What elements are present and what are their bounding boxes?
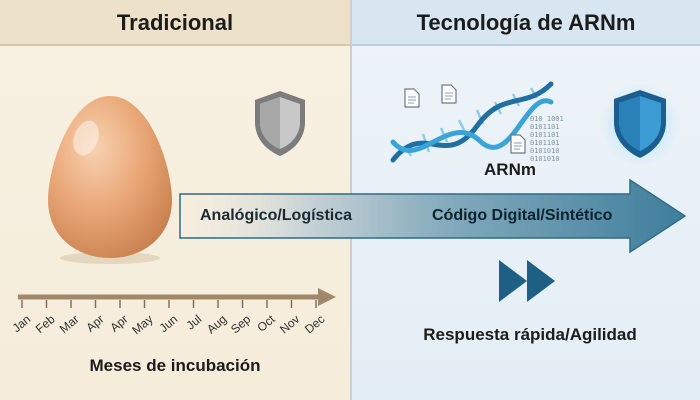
transition-arrow <box>179 178 687 254</box>
binary-line: 0101101 <box>530 131 560 139</box>
response-label: Respuesta rápida/Agilidad <box>423 325 637 344</box>
arrow-label-digital: Código Digital/Sintético <box>432 207 613 224</box>
binary-line: 0101101 <box>530 139 560 147</box>
document-icon <box>510 134 526 154</box>
shield-icon <box>255 91 305 156</box>
document-icon <box>404 88 420 108</box>
binary-line: 0101010 <box>530 147 560 155</box>
binary-line: 0101101 <box>530 123 560 131</box>
fast-forward-icon <box>499 260 555 302</box>
binary-line: 010 1001 <box>530 115 564 123</box>
mrna-title: Tecnología de ARNm <box>352 0 700 46</box>
binary-line: 0101010 <box>530 155 560 163</box>
timeline-axis <box>18 288 336 308</box>
dna-helix-icon <box>390 81 554 163</box>
traditional-title: Tradicional <box>0 0 350 46</box>
mrna-label: ARNm <box>484 160 536 179</box>
arrow-label-analog: Analógico/Logística <box>200 207 353 224</box>
document-icon <box>441 84 457 104</box>
shield-glow-icon <box>600 82 680 166</box>
incubation-label: Meses de incubación <box>89 356 261 375</box>
egg-icon <box>48 96 172 264</box>
